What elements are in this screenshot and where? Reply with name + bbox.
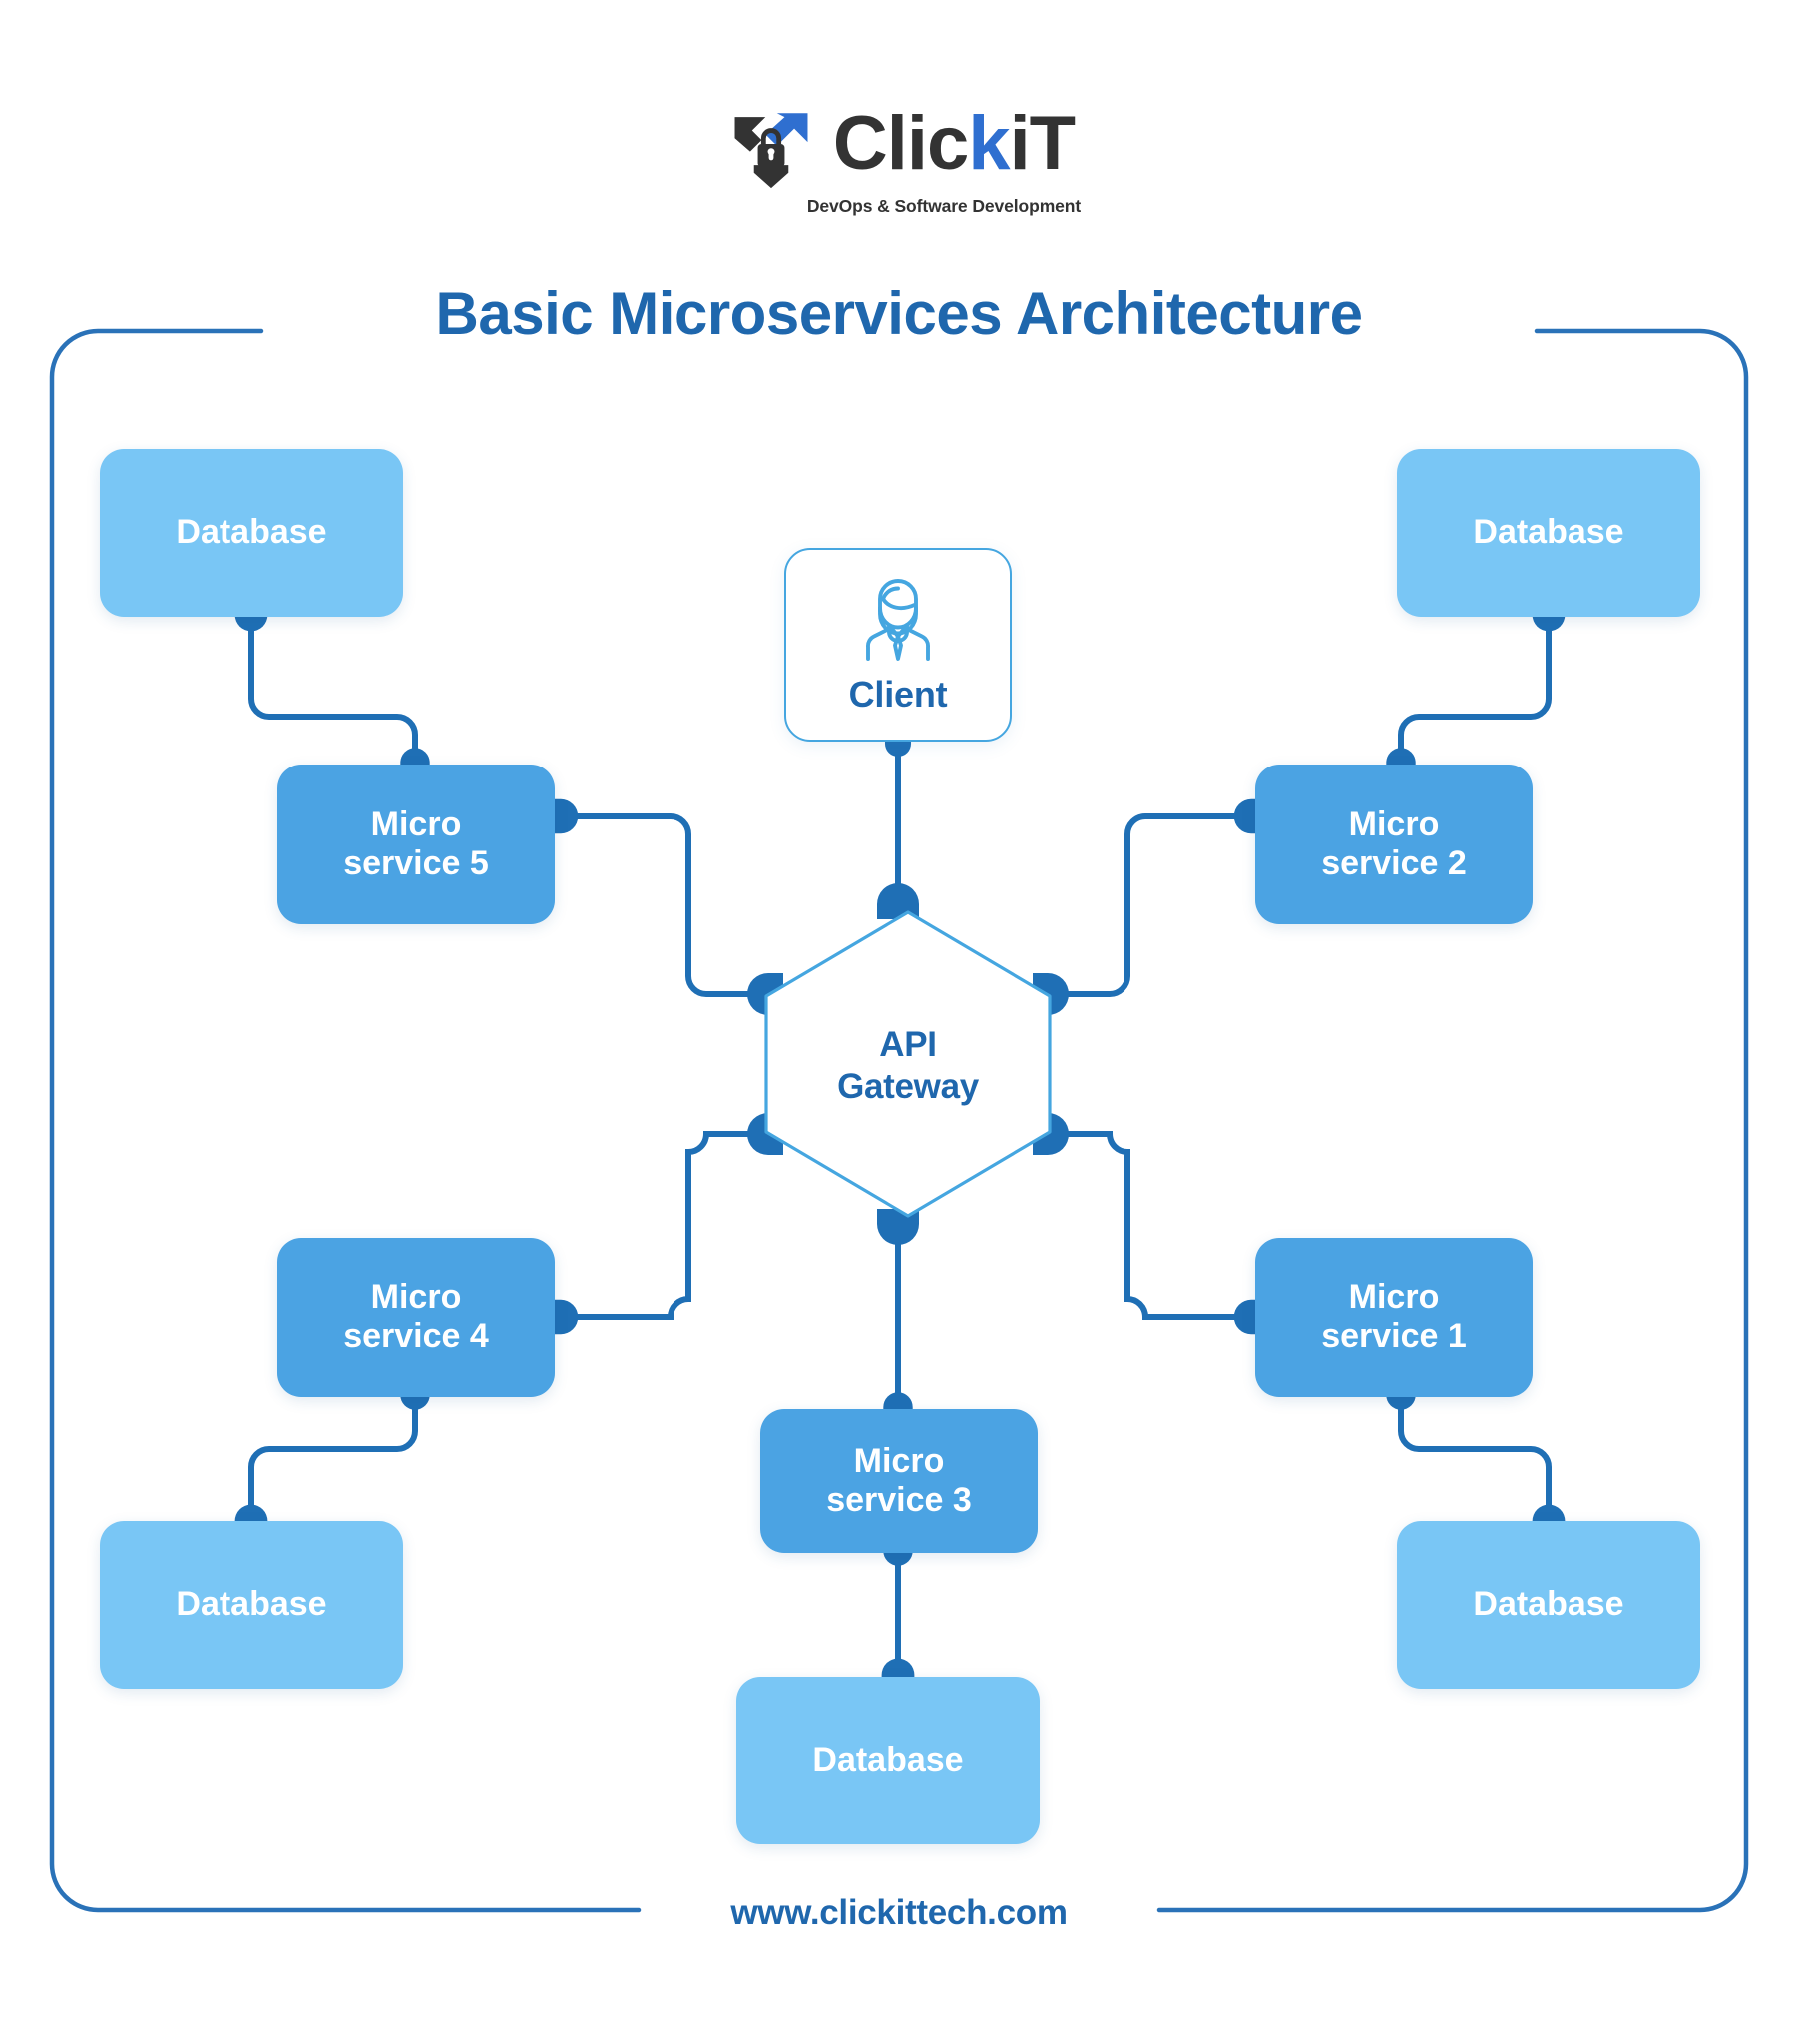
api-gateway-node[interactable]: API Gateway (758, 906, 1058, 1222)
microservice-label-line2: service 3 (826, 1481, 972, 1519)
microservice-label-line2: service 2 (1321, 844, 1467, 882)
api-gateway-label: API Gateway (758, 906, 1058, 1222)
microservice-label-line1: Micro (1348, 804, 1440, 843)
wire-gateway-ms5 (556, 813, 769, 997)
brand-logo: ClickiT DevOps & Software Development (0, 96, 1798, 217)
gateway-label-line2: Gateway (837, 1067, 979, 1106)
logo-tagline: DevOps & Software Development (806, 196, 1082, 216)
user-person-icon (866, 579, 930, 661)
database-node-db4[interactable]: Database (100, 1521, 403, 1689)
microservice-label-line1: Micro (853, 1441, 945, 1480)
wire-gateway-ms1 (1047, 1131, 1256, 1320)
database-label: Database (176, 1585, 327, 1624)
page-title: Basic Microservices Architecture (435, 280, 1363, 347)
database-node-db2[interactable]: Database (1397, 449, 1700, 617)
database-label: Database (176, 513, 327, 552)
microservice-label-line2: service 5 (343, 844, 489, 882)
logo-word-k: k (968, 101, 1010, 186)
database-node-db3[interactable]: Database (736, 1677, 1040, 1844)
logo-word-part2: iT (1009, 101, 1077, 186)
wire-db5-ms5 (248, 614, 418, 764)
database-label: Database (812, 1741, 964, 1780)
logo-wordmark: ClickiT (833, 106, 1076, 182)
wire-gateway-ms4 (556, 1131, 769, 1320)
microservice-label-line2: service 1 (1321, 1317, 1467, 1355)
client-label: Client (848, 674, 948, 715)
microservice-label-line1: Micro (1348, 1278, 1440, 1316)
database-node-db1[interactable]: Database (1397, 1521, 1700, 1689)
gateway-label-line1: API (879, 1025, 937, 1064)
wire-ms1-db1 (1398, 1394, 1552, 1522)
microservice-label-line1: Micro (370, 1278, 462, 1316)
logo-word-part1: Clic (832, 101, 969, 186)
shield-lock-arrows-icon (730, 101, 812, 189)
wire-db2-ms2 (1398, 614, 1552, 764)
database-label: Database (1473, 513, 1624, 552)
database-node-db5[interactable]: Database (100, 449, 403, 617)
hexagon-shape (764, 910, 1052, 1218)
logo-row: ClickiT (723, 96, 1076, 192)
wire-gateway-ms2 (1047, 813, 1256, 997)
microservice-label-line1: Micro (370, 804, 462, 843)
database-label: Database (1473, 1585, 1624, 1624)
wire-ms4-db4 (248, 1394, 418, 1522)
microservice-label-line2: service 4 (343, 1317, 489, 1355)
footer-url[interactable]: www.clickittech.com (730, 1893, 1068, 1932)
client-node[interactable]: Client (784, 548, 1012, 742)
